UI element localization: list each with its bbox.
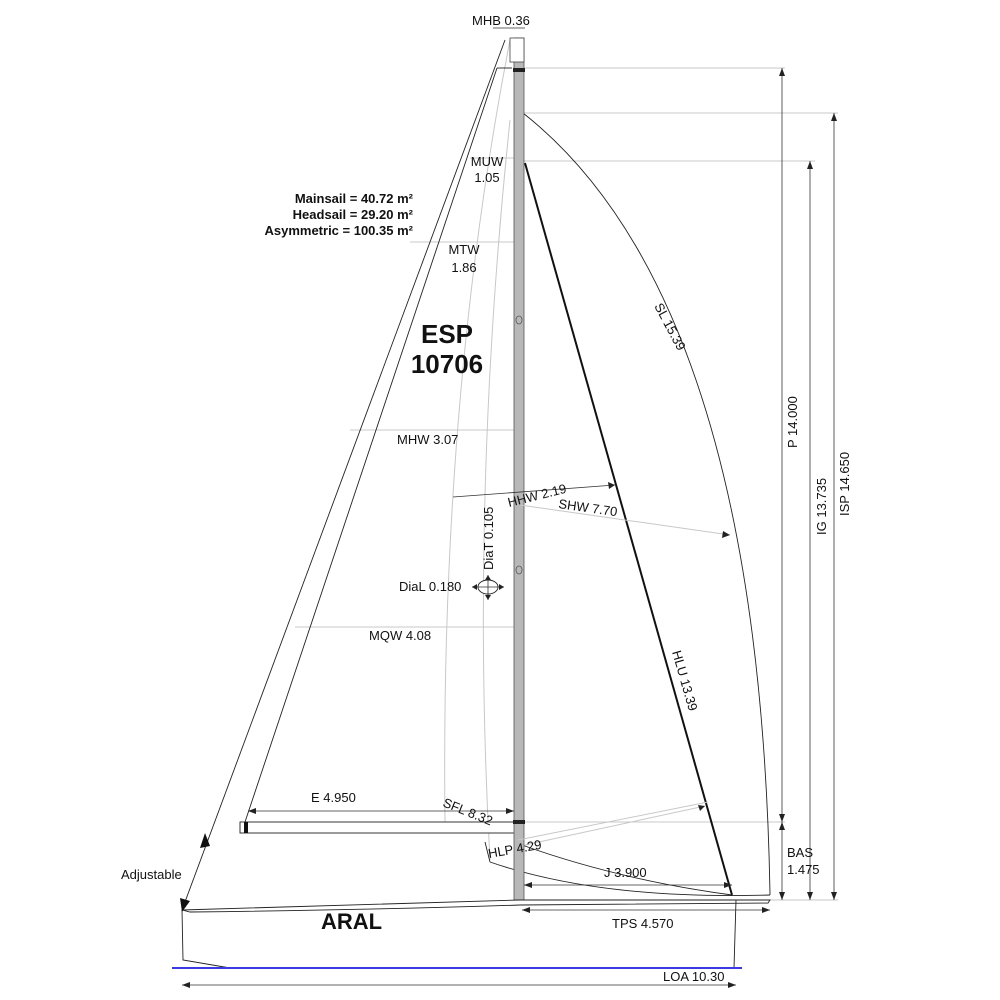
e-label: E 4.950 bbox=[311, 790, 356, 805]
loa-arrow-left bbox=[182, 982, 190, 988]
hlp-arrow bbox=[698, 805, 705, 811]
dial-arrow-right bbox=[499, 584, 504, 590]
j-arrow-right bbox=[724, 882, 732, 888]
shw-line bbox=[519, 504, 731, 536]
e-arrow-right bbox=[506, 808, 514, 814]
muw-value-label: 1.05 bbox=[474, 170, 499, 185]
e-arrow-left bbox=[248, 808, 256, 814]
hhw-arrow bbox=[608, 482, 615, 489]
isp-label: ISP 14.650 bbox=[837, 452, 852, 516]
hull-deck bbox=[181, 899, 771, 913]
hull-stern bbox=[181, 909, 231, 969]
ig-label: IG 13.735 bbox=[814, 478, 829, 535]
dial-label: DiaL 0.180 bbox=[399, 579, 461, 594]
mast-head bbox=[509, 37, 525, 63]
loa-arrow-right bbox=[728, 982, 736, 988]
ig-arrow-top bbox=[807, 161, 813, 169]
p-arrow-bottom bbox=[779, 814, 785, 822]
mainsail-area-label: Mainsail = 40.72 m² bbox=[295, 191, 414, 206]
p-label: P 14.000 bbox=[785, 396, 800, 448]
diat-arrow-top bbox=[485, 575, 491, 580]
diat-arrow-bottom bbox=[485, 595, 491, 600]
asym-leech-curve bbox=[482, 119, 511, 861]
shw-label: SHW 7.70 bbox=[558, 496, 619, 519]
hlp-line bbox=[524, 805, 706, 846]
asymmetric-area-label: Asymmetric = 100.35 m² bbox=[264, 223, 413, 238]
boom-end-cap bbox=[244, 822, 248, 833]
mast bbox=[513, 37, 525, 901]
bas-arrow-top bbox=[779, 822, 785, 830]
asym-luff bbox=[522, 112, 771, 896]
headsail-area-label: Headsail = 29.20 m² bbox=[293, 207, 414, 222]
asym-tack-line bbox=[484, 841, 491, 863]
backstay-line bbox=[181, 39, 506, 911]
diat-label: DiaT 0.105 bbox=[481, 507, 496, 570]
sail-number-line1: ESP bbox=[421, 319, 473, 349]
bas-arrow-bottom bbox=[779, 892, 785, 900]
mtw-name-label: MTW bbox=[448, 242, 480, 257]
mhw-label: MHW 3.07 bbox=[397, 432, 458, 447]
sl-label: SL 15.39 bbox=[651, 300, 688, 353]
mhb-label: MHB 0.36 bbox=[472, 13, 530, 28]
j-arrow-left bbox=[524, 882, 532, 888]
headsail-foot bbox=[521, 844, 733, 896]
p-arrow-top bbox=[779, 68, 785, 76]
isp-arrow-bottom bbox=[831, 892, 837, 900]
hull-name-label: ARAL bbox=[321, 909, 382, 934]
tps-label: TPS 4.570 bbox=[612, 916, 673, 931]
ig-arrow-bottom bbox=[807, 892, 813, 900]
sail-number-line2: 10706 bbox=[411, 349, 483, 379]
mast-band-top bbox=[513, 68, 525, 72]
mainsail-roach bbox=[444, 39, 511, 823]
j-label: J 3.900 bbox=[604, 865, 647, 880]
adjustable-arrow-down bbox=[180, 898, 190, 912]
adjustable-label: Adjustable bbox=[121, 867, 182, 882]
mast-spreader-1 bbox=[515, 315, 523, 325]
mainsail-leech bbox=[244, 67, 498, 823]
muw-name-label: MUW bbox=[471, 154, 504, 169]
adjustable-arrow-up bbox=[200, 833, 210, 848]
mtw-value-label: 1.86 bbox=[451, 260, 476, 275]
mqw-label: MQW 4.08 bbox=[369, 628, 431, 643]
dial-arrow-left bbox=[472, 584, 477, 590]
bas-name-label: BAS bbox=[787, 845, 813, 860]
hhw-line bbox=[452, 484, 616, 498]
hlu-label: HLU 13.39 bbox=[669, 649, 701, 713]
hull-bow bbox=[733, 899, 737, 969]
tps-arrow-right bbox=[762, 907, 770, 913]
bas-value-label: 1.475 bbox=[787, 862, 820, 877]
sfl-line bbox=[517, 801, 709, 841]
shw-arrow bbox=[722, 531, 730, 538]
tps-arrow-left bbox=[522, 907, 530, 913]
mast-band-boom bbox=[513, 820, 525, 824]
loa-label: LOA 10.30 bbox=[663, 969, 724, 984]
mast-spreader-2 bbox=[515, 565, 523, 575]
headsail-luff bbox=[524, 162, 733, 896]
boom bbox=[239, 821, 516, 834]
isp-arrow-top bbox=[831, 113, 837, 121]
